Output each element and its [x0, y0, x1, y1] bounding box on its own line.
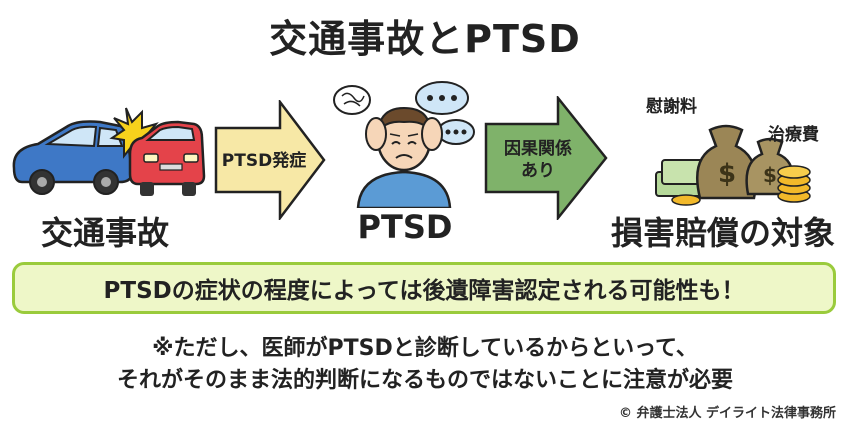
arrow-label-ptsd-onset: PTSD発症 — [221, 151, 307, 171]
arrow-label-causation-line1: 因果関係 — [504, 139, 572, 159]
callout-text: PTSDの症状の程度によっては後遺障害認定される可能性も！ — [103, 278, 745, 304]
note-line-2: それがそのまま法的判断になるものではないことに注意が必要 — [116, 368, 733, 393]
arrow-ptsd-onset — [214, 100, 326, 220]
page-title: 交通事故とPTSD — [269, 17, 581, 61]
tag-medical-expenses: 治療費 — [768, 125, 819, 145]
svg-text:$: $ — [718, 159, 736, 189]
arrow-label-causation-line2: あり — [521, 161, 555, 181]
callout-box: PTSDの症状の程度によっては後遺障害認定される可能性も！ — [12, 262, 836, 314]
step-label-damages: 損害賠償の対象 — [610, 214, 835, 252]
car-crash-illustration — [12, 107, 206, 196]
tag-consolation-money: 慰謝料 — [646, 97, 697, 117]
distressed-person-illustration — [333, 81, 475, 208]
money-bags-illustration: $ $ — [655, 124, 811, 206]
svg-text:$: $ — [763, 163, 777, 187]
copyright-text: © 弁護士法人 デイライト法律事務所 — [618, 406, 836, 421]
arrow-causation — [484, 96, 608, 220]
note-line-1: ※ただし、医師がPTSDと診断しているからといって、 — [152, 336, 698, 361]
step-label-ptsd: PTSD — [357, 208, 453, 246]
step-label-accident: 交通事故 — [40, 214, 169, 252]
